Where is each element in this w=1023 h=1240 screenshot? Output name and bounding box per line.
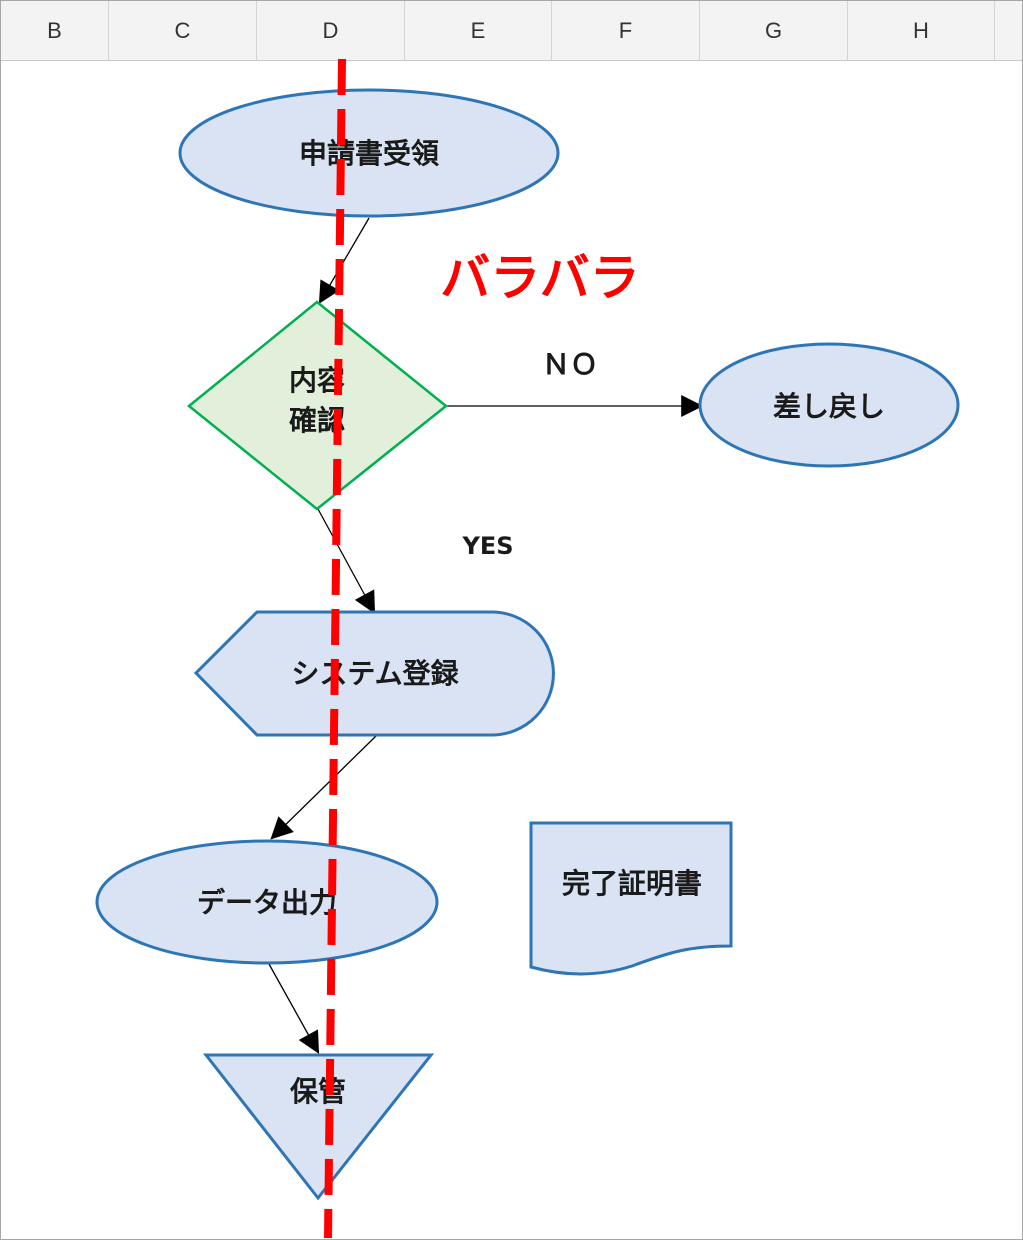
output-node[interactable]: データ出力 [95,839,439,965]
no-label: ＮＯ [542,348,598,381]
start-node-label: 申請書受領 [299,137,439,170]
column-header-e[interactable]: E [405,1,552,60]
reject-node[interactable]: 差し戻し [698,342,960,468]
connector-register-to-output [270,735,377,840]
decision-node[interactable]: 内容 確認 [187,300,448,511]
column-header-c[interactable]: C [109,1,257,60]
connector-start-to-decision [318,217,370,304]
column-header-d[interactable]: D [257,1,405,60]
register-node-label: システム登録 [291,657,459,690]
reject-node-label: 差し戻し [773,390,885,423]
column-header-h[interactable]: H [848,1,995,60]
certificate-node-label: 完了証明書 [562,867,702,900]
connector-output-to-store [268,963,320,1054]
misalignment-note: バラバラ [440,249,640,307]
yes-label: YES [461,532,513,560]
column-header-b[interactable]: B [1,1,109,60]
connectors [268,217,704,1054]
register-node[interactable]: システム登録 [193,610,555,737]
connector-decision-to-register [317,508,376,614]
store-node[interactable]: 保管 [202,1053,435,1201]
output-node-label: データ出力 [197,886,337,919]
certificate-node[interactable]: 完了証明書 [529,821,733,976]
start-node[interactable]: 申請書受領 [178,88,560,218]
store-node-label: 保管 [290,1075,346,1108]
column-header-g[interactable]: G [700,1,848,60]
alignment-guide-line [324,58,346,1239]
column-header-row: B C D E F G H [1,1,1022,61]
column-header-f[interactable]: F [552,1,700,60]
